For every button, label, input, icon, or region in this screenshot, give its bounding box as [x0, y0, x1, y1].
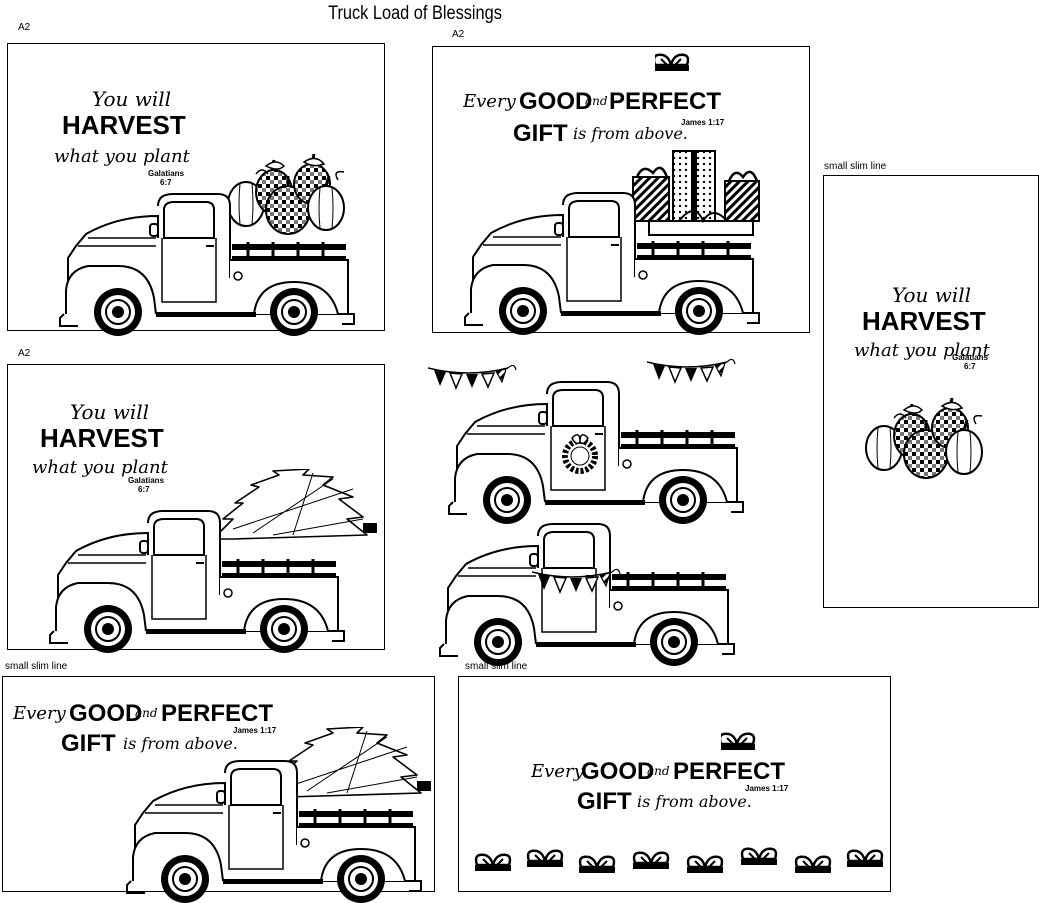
sentiment-every: Every [463, 91, 517, 112]
sentiment-gift: GIFT [61, 730, 116, 757]
sentiment-rest: is from above. [573, 124, 688, 143]
pumpkin-icon [864, 396, 984, 480]
sentiment-gift: GIFT [577, 788, 632, 815]
bow-icon [631, 851, 671, 871]
card-size-label: A2 [452, 29, 465, 40]
sentiment-line-2: HARVEST [62, 110, 186, 140]
bow-icon [577, 855, 617, 875]
sentiment-rest: is from above. [637, 792, 752, 811]
card-gift-presents: Every GOOD and PERFECT James 1:17 GIFT i… [432, 46, 810, 335]
wreath-icon [562, 434, 598, 474]
sentiment-line-1: You will [70, 400, 149, 424]
card-slim-harvest: You will HARVEST what you plant Galatian… [823, 175, 1039, 608]
bow-icon [525, 849, 565, 869]
sentiment-and: and [647, 764, 670, 778]
sentiment-gift: GIFT [513, 120, 568, 147]
sentiment-line-3: what you plant [854, 340, 991, 361]
sentiment-good: GOOD [581, 758, 654, 785]
sentiment-ref: James 1:17 [745, 784, 789, 793]
sentiment-perfect: PERFECT [161, 700, 273, 727]
bow-icon [655, 53, 691, 73]
sentiment-line-3: what you plant [54, 146, 191, 167]
bunting-banner-icon [532, 568, 621, 593]
card-harvest-pumpkins: You will HARVEST what you plant Galatian… [7, 43, 385, 336]
sentiment-and: and [585, 94, 608, 108]
card-harvest-tree: You will HARVEST what you plant Galatian… [7, 364, 385, 653]
sentiment-perfect: PERFECT [609, 88, 721, 115]
sentiment-and: and [135, 706, 158, 720]
card-size-label: small slim line [824, 161, 887, 172]
sentiment-rest: is from above. [123, 734, 238, 753]
sentiment-line-2: HARVEST [862, 306, 986, 336]
gift-sentiment: Every GOOD and PERFECT James 1:17 GIFT i… [13, 700, 277, 757]
sentiment-ref-1: Galatians [952, 353, 989, 362]
sentiment-perfect: PERFECT [673, 758, 785, 785]
harvest-sentiment: You will HARVEST what you plant Galatian… [854, 283, 991, 371]
card-size-label: small slim line [465, 661, 528, 672]
truck-icon [58, 192, 356, 336]
bow-row [473, 847, 885, 875]
sentiment-ref-1: Galatians [128, 476, 165, 485]
gift-box-icon [632, 150, 760, 236]
sentiment-ref-2: 6:7 [138, 485, 150, 494]
sentiment-every: Every [13, 703, 67, 724]
sentiment-every: Every [531, 761, 585, 782]
sentiment-ref: James 1:17 [681, 118, 725, 127]
bow-icon [473, 853, 513, 873]
truck-icon [125, 759, 423, 903]
sentiment-line-1: You will [92, 87, 171, 111]
harvest-sentiment: You will HARVEST what you plant Galatian… [32, 400, 169, 494]
card-size-label: A2 [18, 348, 31, 359]
gift-sentiment: Every GOOD and PERFECT James 1:17 GIFT i… [463, 88, 725, 147]
card-size-label: small slim line [5, 661, 68, 672]
sentiment-line-3: what you plant [32, 457, 169, 478]
sentiment-ref-2: 6:7 [160, 178, 172, 187]
bow-icon [845, 849, 885, 869]
harvest-sentiment: You will HARVEST what you plant Galatian… [54, 87, 191, 187]
bow-icon [793, 855, 833, 875]
card-size-label: A2 [18, 22, 31, 33]
gift-sentiment: Every GOOD and PERFECT James 1:17 GIFT i… [531, 758, 789, 815]
truck-icon [48, 509, 346, 653]
sentiment-ref-2: 6:7 [964, 362, 976, 371]
page-title: Truck Load of Blessings [328, 3, 502, 24]
card-slim-gift-tree: Every GOOD and PERFECT James 1:17 GIFT i… [2, 676, 435, 903]
sentiment-ref-1: Galatians [148, 169, 185, 178]
truck-icon [463, 191, 761, 335]
sentiment-good: GOOD [69, 700, 142, 727]
bow-icon [685, 855, 725, 875]
bow-icon [739, 847, 779, 867]
sentiment-line-1: You will [892, 283, 971, 307]
sentiment-line-2: HARVEST [40, 423, 164, 453]
sentiment-ref: James 1:17 [233, 726, 277, 735]
sentiment-good: GOOD [519, 88, 592, 115]
card-slim-gift-bows: Every GOOD and PERFECT James 1:17 GIFT i… [458, 676, 891, 892]
